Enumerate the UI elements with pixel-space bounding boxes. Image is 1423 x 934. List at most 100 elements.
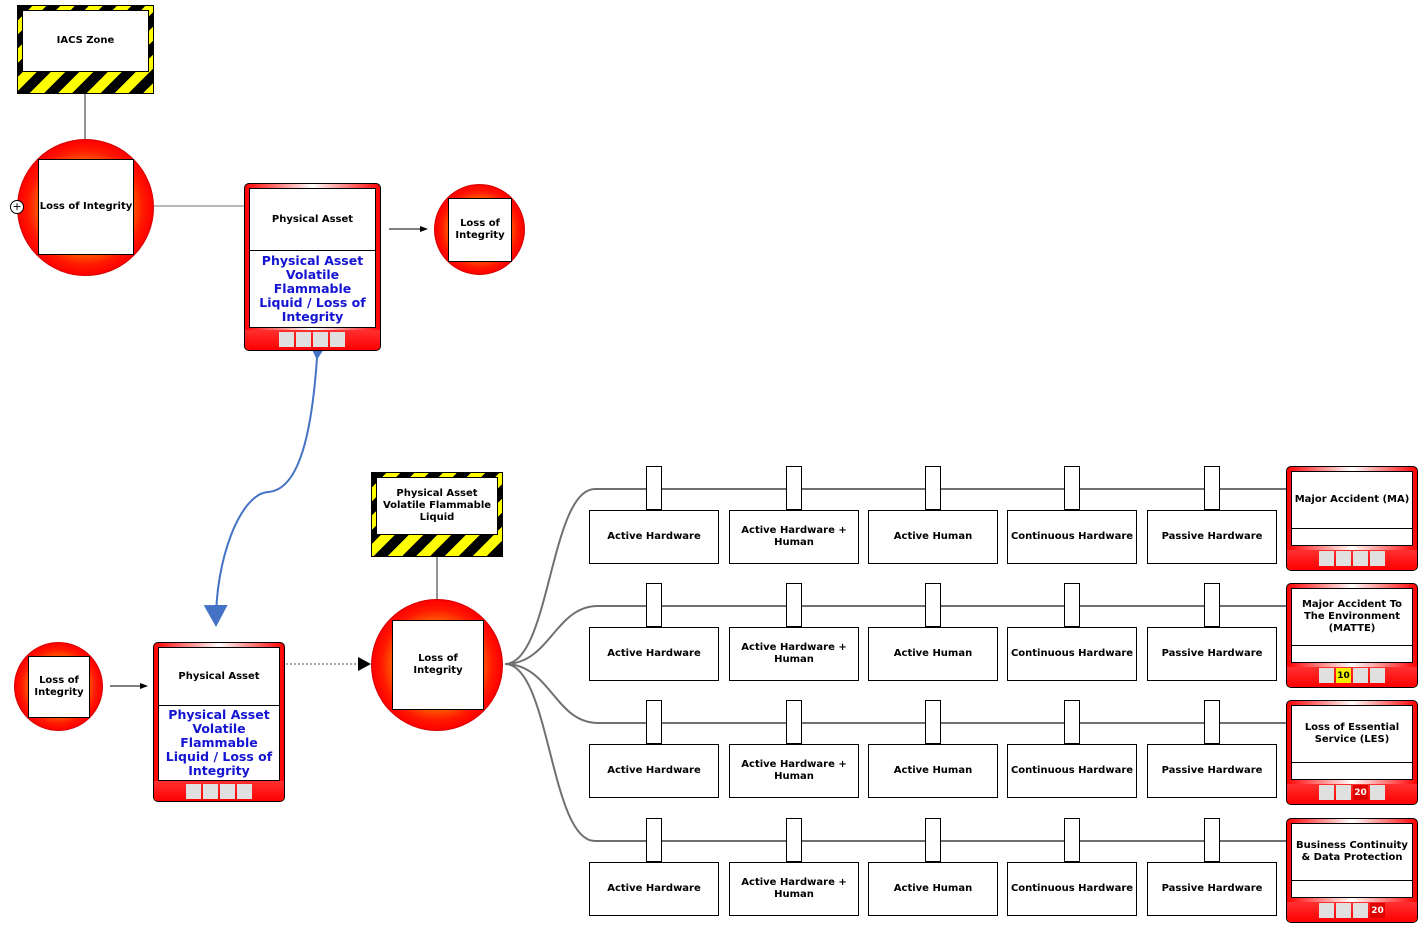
barrier-tab[interactable] — [786, 700, 802, 744]
barrier-box[interactable]: Active Hardware — [589, 862, 719, 916]
barrier-box[interactable]: Active Hardware — [589, 627, 719, 681]
consequence-card[interactable]: Loss of Essential Service (LES) 20 — [1286, 700, 1418, 805]
barrier-tab[interactable] — [925, 466, 941, 510]
threat-card-title: Physical Asset — [249, 188, 376, 251]
barrier-label: Continuous Hardware — [1010, 883, 1134, 894]
barrier-box[interactable]: Active Hardware + Human — [729, 862, 859, 916]
consequence-cell — [1353, 668, 1368, 683]
barrier-tab[interactable] — [646, 466, 662, 510]
consequence-event-label: Loss of Integrity — [448, 198, 512, 262]
threat-card-bottom[interactable]: Physical Asset Physical Asset Volatile F… — [153, 642, 285, 802]
consequence-detail — [1291, 646, 1413, 663]
barrier-tab[interactable] — [786, 818, 802, 862]
barrier-box[interactable]: Active Human — [868, 744, 998, 798]
barrier-label: Active Human — [893, 883, 973, 894]
consequence-cell — [1353, 551, 1368, 566]
barrier-tab[interactable] — [1204, 818, 1220, 862]
consequence-cell — [1336, 785, 1351, 800]
source-event-label: Loss of Integrity — [28, 656, 90, 718]
plus-circle-icon[interactable]: + — [10, 200, 24, 214]
barrier-box[interactable]: Passive Hardware — [1147, 744, 1277, 798]
barrier-label: Active Hardware — [607, 648, 701, 659]
hazard-box[interactable]: Physical Asset Volatile Flammable Liquid — [371, 472, 503, 557]
consequence-card[interactable]: Major Accident (MA) — [1286, 466, 1418, 571]
consequence-title: Business Continuity & Data Protection — [1291, 823, 1413, 881]
consequence-cell — [1370, 551, 1385, 566]
barrier-box[interactable]: Continuous Hardware — [1007, 510, 1137, 564]
barrier-label: Passive Hardware — [1161, 765, 1263, 776]
barrier-box[interactable]: Active Hardware — [589, 510, 719, 564]
barrier-box[interactable]: Active Hardware + Human — [729, 510, 859, 564]
barrier-box[interactable]: Passive Hardware — [1147, 862, 1277, 916]
barrier-label: Active Human — [893, 648, 973, 659]
branch-row-2 — [504, 605, 1290, 665]
consequence-cell: 20 — [1353, 785, 1368, 800]
source-event-circle[interactable]: Loss of Integrity — [14, 642, 103, 731]
iacs-zone-label: IACS Zone — [22, 10, 149, 72]
consequence-cell — [1319, 903, 1334, 918]
top-event-label: Loss of Integrity — [392, 620, 484, 710]
barrier-box[interactable]: Passive Hardware — [1147, 510, 1277, 564]
consequence-title: Major Accident To The Environment (MATTE… — [1291, 588, 1413, 646]
consequence-title: Major Accident (MA) — [1291, 471, 1413, 529]
barrier-tab[interactable] — [646, 818, 662, 862]
consequence-card[interactable]: Major Accident To The Environment (MATTE… — [1286, 583, 1418, 688]
iacs-zone-hazard[interactable]: IACS Zone — [17, 5, 154, 94]
barrier-tab[interactable] — [1064, 583, 1080, 627]
barrier-box[interactable]: Active Human — [868, 510, 998, 564]
barrier-tab[interactable] — [1064, 700, 1080, 744]
consequence-card[interactable]: Business Continuity & Data Protection 20 — [1286, 818, 1418, 923]
barrier-box[interactable]: Active Hardware + Human — [729, 627, 859, 681]
barrier-label: Continuous Hardware — [1010, 765, 1134, 776]
consequence-cells: 10 — [1319, 668, 1385, 683]
consequence-event-circle[interactable]: Loss of Integrity — [434, 184, 525, 275]
barrier-box[interactable]: Active Human — [868, 627, 998, 681]
barrier-label: Passive Hardware — [1161, 531, 1263, 542]
barrier-box[interactable]: Passive Hardware — [1147, 627, 1277, 681]
barrier-tab[interactable] — [925, 700, 941, 744]
consequence-cell — [1319, 785, 1334, 800]
barrier-tab[interactable] — [1204, 583, 1220, 627]
hazard-event-circle[interactable]: Loss of Integrity — [17, 139, 154, 276]
barrier-tab[interactable] — [786, 466, 802, 510]
cell — [237, 784, 252, 799]
hazard-event-label: Loss of Integrity — [38, 159, 134, 255]
consequence-detail — [1291, 763, 1413, 780]
threat-card-description: Physical Asset Volatile Flammable Liquid… — [158, 706, 280, 781]
cell — [296, 332, 311, 347]
barrier-tab[interactable] — [786, 583, 802, 627]
consequence-cell — [1336, 551, 1351, 566]
branch-row-1 — [504, 488, 1290, 665]
barrier-tab[interactable] — [925, 583, 941, 627]
cell — [186, 784, 201, 799]
consequence-cell — [1370, 668, 1385, 683]
barrier-label: Continuous Hardware — [1010, 648, 1134, 659]
barrier-label: Active Hardware + Human — [741, 525, 847, 548]
barrier-tab[interactable] — [925, 818, 941, 862]
consequence-cells: 20 — [1319, 903, 1385, 918]
barrier-box[interactable]: Continuous Hardware — [1007, 862, 1137, 916]
barrier-tab[interactable] — [1064, 466, 1080, 510]
barrier-box[interactable]: Active Hardware + Human — [729, 744, 859, 798]
cell — [279, 332, 294, 347]
threat-card-description: Physical Asset Volatile Flammable Liquid… — [249, 251, 376, 328]
barrier-box[interactable]: Active Human — [868, 862, 998, 916]
barrier-tab[interactable] — [1064, 818, 1080, 862]
consequence-cell — [1353, 903, 1368, 918]
consequence-cell — [1336, 903, 1351, 918]
barrier-tab[interactable] — [1204, 466, 1220, 510]
consequence-title: Loss of Essential Service (LES) — [1291, 705, 1413, 763]
threat-card-top[interactable]: Physical Asset Physical Asset Volatile F… — [244, 183, 381, 351]
barrier-box[interactable]: Continuous Hardware — [1007, 744, 1137, 798]
threat-card-cells — [279, 332, 345, 347]
top-event-circle[interactable]: Loss of Integrity — [371, 599, 503, 731]
threat-card-title: Physical Asset — [158, 647, 280, 706]
barrier-box[interactable]: Active Hardware — [589, 744, 719, 798]
barrier-tab[interactable] — [646, 700, 662, 744]
barrier-box[interactable]: Continuous Hardware — [1007, 627, 1137, 681]
barrier-label: Active Hardware + Human — [741, 877, 847, 900]
barrier-tab[interactable] — [1204, 700, 1220, 744]
consequence-cell — [1319, 551, 1334, 566]
barrier-tab[interactable] — [646, 583, 662, 627]
